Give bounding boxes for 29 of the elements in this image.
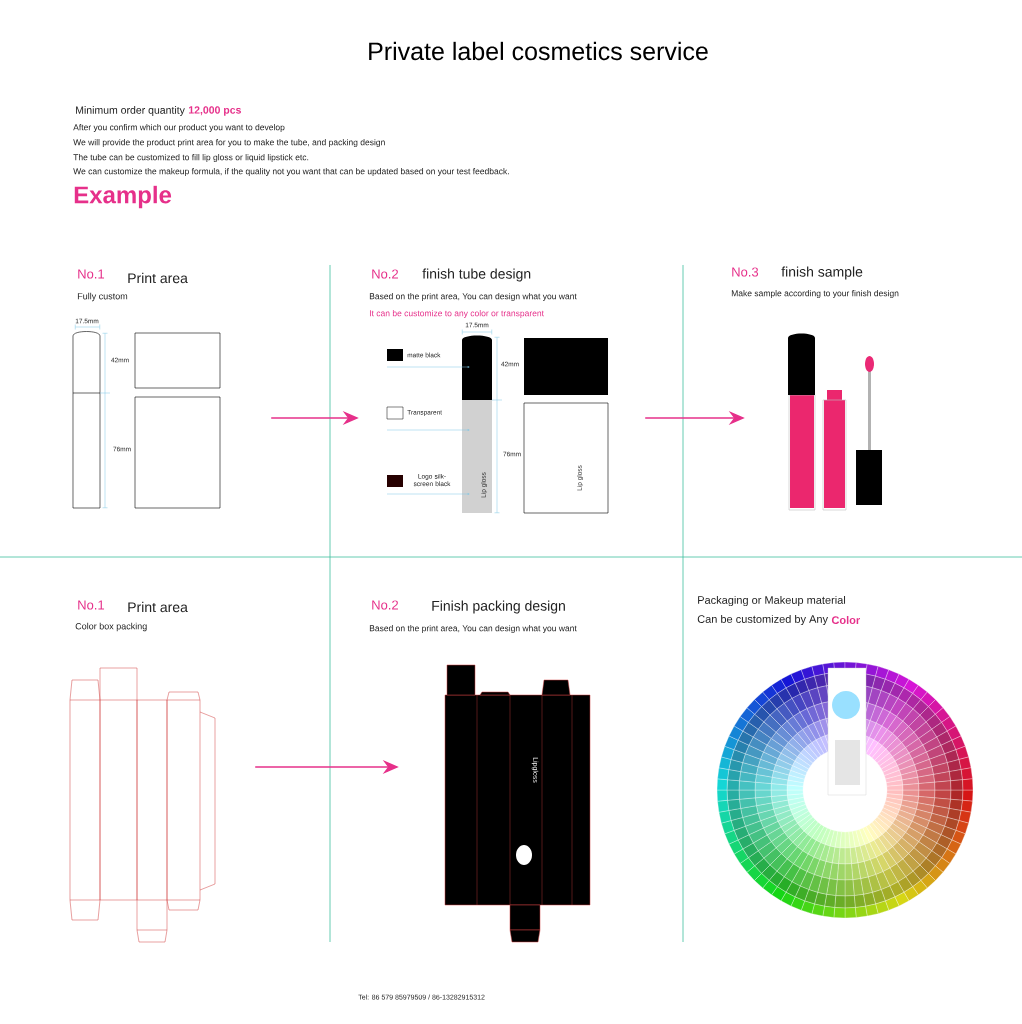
info-text: After you confirm which our product you want to develop [73,124,285,132]
step-number: No.2 [372,600,398,610]
step-subtitle: Color box packing [75,622,147,632]
step-number: No.2 [372,269,398,279]
box-design-drawing [444,664,591,943]
step-subtitle: Based on the print area, You can design what you want [369,293,577,301]
info-text: Packaging or Makeup material [698,595,845,607]
tube-template-drawing [72,331,221,509]
step-heading: Finish packing design [432,600,565,614]
info-text: We will provide the product print area for you to make the tube, and packing design [73,139,385,147]
quantity-text: 12,000 pcs [188,106,241,116]
note-text: It can be customize to any color or transparent [370,310,544,318]
info-text: The tube can be customized to fill lip gloss or liquid lipstick etc. [73,154,309,162]
info-text: We can customize the makeup formula, if the quality not you want that can be updated based on your test feedback. [73,168,509,176]
step-subtitle: Fully custom [77,292,128,302]
step-subtitle: Based on the print area, You can design what you want [369,625,577,633]
tube-design-drawing [386,335,609,514]
step-number: No.1 [78,269,105,279]
highlight-text: Color [831,615,860,625]
title: Private label cosmetics service [369,41,708,61]
box-template-drawing [69,667,216,943]
step-number: No.1 [78,600,105,610]
lip-gloss-photo-drawing [788,333,882,511]
section-heading: Example [74,185,172,209]
step-number: No.3 [732,267,759,277]
step-heading: Print area [128,601,188,613]
info-text: Minimum order quantity [76,106,185,116]
color-fan-drawing [716,661,974,919]
step-subtitle: Make sample according to your finish design [731,290,899,298]
